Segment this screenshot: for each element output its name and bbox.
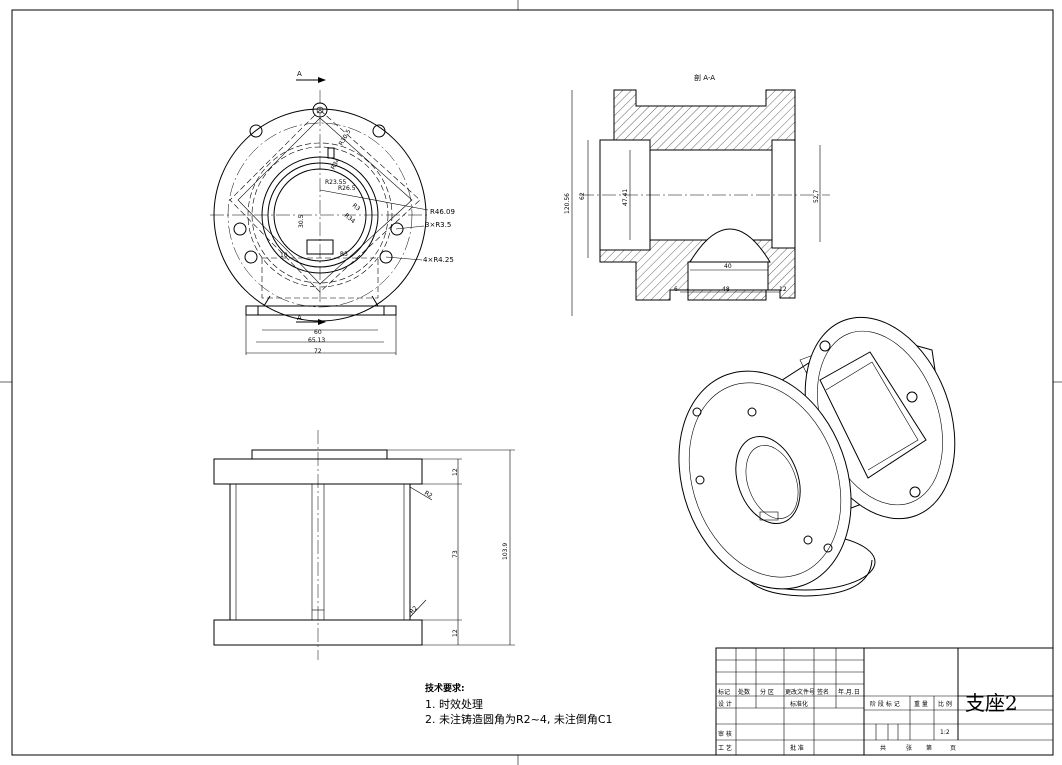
tb-r-design: 设 计 — [718, 700, 732, 708]
dim-w-48: 48 — [722, 286, 730, 293]
section-label: 剖 A-A — [694, 73, 715, 82]
dim-r-bot: R2 — [408, 605, 419, 616]
tb-h-mark: 标记 — [718, 688, 730, 696]
dim-w-40: 40 — [724, 263, 732, 270]
tb-r-approve: 批 准 — [790, 744, 804, 752]
dim-w-12: 12 — [779, 286, 787, 293]
tb-h-scale: 比 例 — [938, 700, 952, 708]
tb-h-date: 年.月.日 — [838, 688, 860, 696]
dim-h-120: 120.56 — [564, 193, 571, 214]
dim-w-6: 6 — [674, 286, 678, 293]
tb-sheet-zhang: 张 — [906, 744, 912, 752]
dim-small-1: 10 — [280, 252, 288, 259]
tb-scale: 1:2 — [940, 729, 950, 736]
tb-r-std: 标准化 — [790, 700, 808, 708]
technical-notes: 技术要求: 1. 时效处理 2. 未注铸造圆角为R2~4, 未注倒角C1 — [425, 682, 613, 727]
dim-w-60: 60 — [314, 329, 322, 336]
dim-w-65: 65.13 — [308, 337, 325, 344]
notes-heading: 技术要求: — [425, 684, 465, 694]
tb-r-process: 工 艺 — [718, 744, 732, 752]
tb-sheet-page: 页 — [950, 745, 956, 752]
dim-r-e: R34 — [343, 212, 357, 225]
dim-holes-small: 3×R3.5 — [425, 221, 451, 229]
view-mark-bottom: A — [297, 314, 302, 322]
side-view: 12 R2 73 103.9 R2 12 — [213, 430, 515, 660]
tb-h-docno: 更改文件号 — [785, 688, 815, 696]
dim-mid: 73 — [452, 550, 459, 558]
dim-r-f: R3 — [351, 202, 362, 213]
dim-h-1: 30.5 — [298, 214, 305, 228]
dim-r-outer: R46.09 — [430, 208, 455, 216]
part-name: 支座2 — [965, 691, 1018, 715]
title-block: 标记 处数 分 区 更改文件号 签名 年.月.日 设 计 标准化 审 核 工 艺… — [715, 647, 1054, 756]
dim-small-2: R5 — [340, 251, 348, 258]
dim-t-top: 12 — [452, 468, 459, 476]
isometric-view — [678, 316, 956, 597]
dim-w-72: 72 — [314, 348, 322, 355]
dim-r-top: R2 — [423, 490, 434, 500]
dim-h-62: 62 — [579, 192, 586, 200]
tb-sheet-total: 共 — [880, 744, 886, 752]
dim-r-c: R34 — [330, 157, 342, 171]
dim-t-bot: 12 — [452, 629, 459, 637]
view-mark-top: A — [297, 70, 302, 78]
dim-r-b: R26.5 — [338, 185, 356, 192]
tb-h-stage: 阶 段 标 记 — [870, 700, 900, 708]
tb-h-weight: 重 量 — [914, 700, 928, 708]
tb-h-count: 处数 — [738, 688, 750, 696]
section-view: 剖 A-A 120.56 62 47.41 52.7 40 48 6 12 — [564, 73, 830, 316]
notes-line-2: 2. 未注铸造圆角为R2~4, 未注倒角C1 — [425, 713, 613, 726]
inner-frame — [11, 9, 1054, 756]
dim-r-a: R23.55 — [325, 179, 347, 186]
dim-d-52: 52.7 — [813, 189, 820, 203]
tb-h-sign: 签名 — [817, 688, 829, 696]
tb-h-zone: 分 区 — [760, 688, 774, 696]
dim-total: 103.9 — [502, 543, 509, 560]
tb-r-review: 审 核 — [718, 730, 732, 738]
tb-sheet-no: 第 — [926, 744, 932, 752]
dim-holes-large: 4×R4.25 — [423, 256, 454, 264]
notes-line-1: 1. 时效处理 — [425, 698, 483, 711]
front-view: A A R46.09 3×R3.5 4×R4.25 R23.55 R26.5 R… — [210, 70, 455, 355]
dim-d-47: 47.41 — [622, 189, 629, 206]
